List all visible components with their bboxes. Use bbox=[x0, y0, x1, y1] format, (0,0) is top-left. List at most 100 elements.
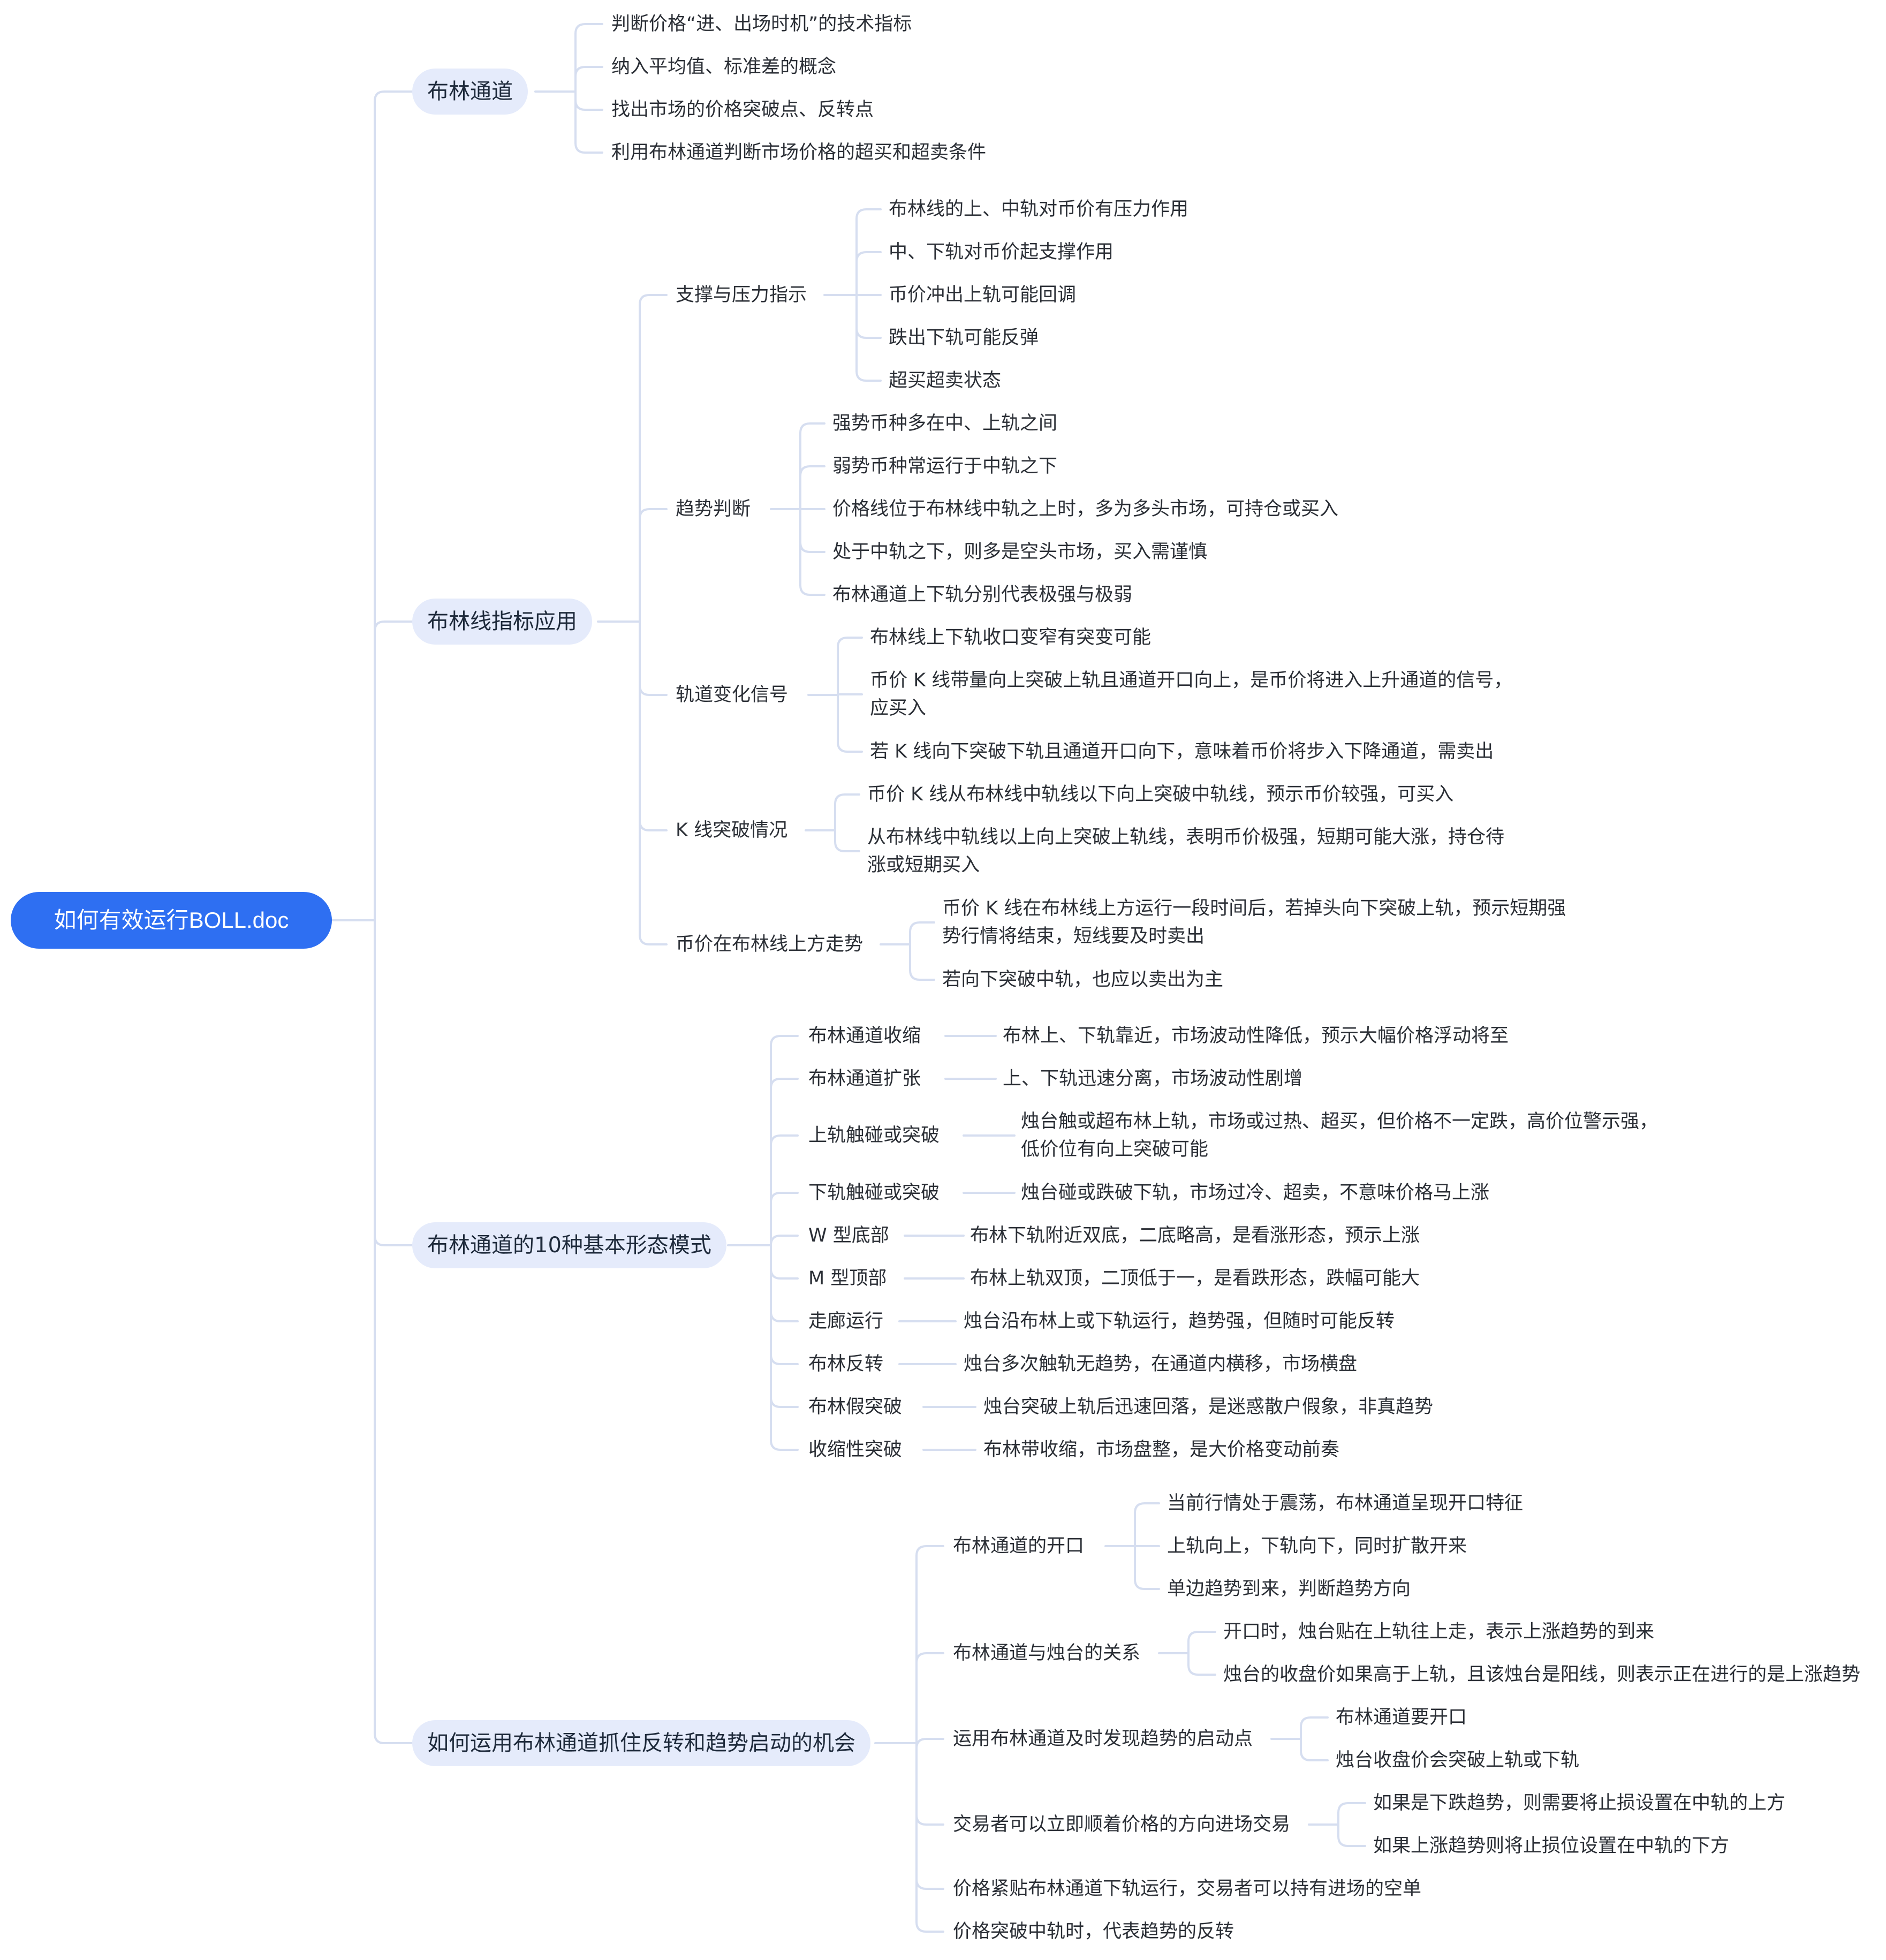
group-node[interactable]: 布林假突破 bbox=[808, 1396, 903, 1418]
connector-line bbox=[770, 1078, 799, 1089]
leaf-node[interactable]: 布林通道要开口 bbox=[1336, 1707, 1467, 1728]
leaf-node[interactable]: 烛台触或超布林上轨，市场或过热、超买，但价格不一定跌，高价位警示强， bbox=[1021, 1111, 1658, 1132]
group-node[interactable]: M 型顶部 bbox=[808, 1268, 887, 1289]
group-node[interactable]: 布林通道收缩 bbox=[808, 1025, 921, 1047]
leaf-node[interactable]: 烛台的收盘价如果高于上轨，且该烛台是阳线，则表示正在进行的是上涨趋势 bbox=[1223, 1664, 1861, 1685]
leaf-node[interactable]: 涨或短期买入 bbox=[867, 854, 980, 876]
connector-line bbox=[374, 620, 413, 632]
leaf-node[interactable]: 从布林线中轨线以上向上突破上轨线，表明币价极强，短期可能大涨，持仓待 bbox=[867, 827, 1505, 848]
group-node[interactable]: W 型底部 bbox=[808, 1225, 889, 1246]
leaf-node[interactable]: 超买超卖状态 bbox=[889, 370, 1002, 391]
leaf-node[interactable]: 当前行情处于震荡，布林通道呈现开口特征 bbox=[1167, 1493, 1524, 1514]
leaf-node[interactable]: 弱势币种常运行于中轨之下 bbox=[832, 456, 1058, 477]
connector-line bbox=[770, 1353, 799, 1365]
leaf-node[interactable]: 布林带收缩，市场盘整，是大价格变动前奏 bbox=[983, 1439, 1340, 1460]
connector-line bbox=[574, 142, 603, 154]
connector-line bbox=[574, 66, 603, 78]
group-node[interactable]: K 线突破情况 bbox=[676, 820, 788, 841]
connector-line bbox=[834, 793, 860, 805]
connector-line bbox=[799, 465, 825, 477]
leaf-node[interactable]: 布林下轨附近双底，二底略高，是看涨形态，预示上涨 bbox=[970, 1225, 1420, 1246]
connector-line bbox=[770, 1192, 799, 1204]
leaf-node[interactable]: 应买入 bbox=[870, 698, 927, 719]
group-node[interactable]: 布林通道扩张 bbox=[808, 1068, 921, 1089]
connector-line bbox=[770, 1035, 799, 1047]
leaf-node[interactable]: 强势币种多在中、上轨之间 bbox=[832, 413, 1058, 434]
leaf-node[interactable]: 若向下突破中轨，也应以卖出为主 bbox=[942, 969, 1224, 990]
leaf-node[interactable]: 布林线上下轨收口变窄有突变可能 bbox=[870, 627, 1152, 648]
connector-line bbox=[639, 294, 668, 306]
leaf-node[interactable]: 如果上涨趋势则将止损位设置在中轨的下方 bbox=[1373, 1835, 1730, 1857]
leaf-node[interactable]: 币价冲出上轨可能回调 bbox=[889, 284, 1077, 306]
leaf-node[interactable]: 币价 K 线在布林线上方运行一段时间后，若掉头向下突破上轨，预示短期强 bbox=[942, 898, 1566, 919]
leaf-node[interactable]: 势行情将结束，短线要及时卖出 bbox=[942, 926, 1205, 947]
connector-line bbox=[909, 969, 935, 981]
connector-line bbox=[855, 327, 882, 339]
connector-line bbox=[915, 1921, 944, 1933]
branch-node[interactable]: 布林通道的10种基本形态模式 bbox=[412, 1222, 726, 1268]
connector-line bbox=[770, 1235, 799, 1246]
leaf-node[interactable]: 币价 K 线从布林线中轨线以下向上突破中轨线，预示币价较强，可买入 bbox=[867, 784, 1454, 805]
connector-line bbox=[799, 541, 825, 553]
group-node[interactable]: 下轨触碰或突破 bbox=[808, 1182, 940, 1204]
leaf-node[interactable]: 烛台沿布林上或下轨运行，趋势强，但随时可能反转 bbox=[964, 1311, 1395, 1332]
branch-node[interactable]: 布林通道 bbox=[412, 69, 528, 115]
leaf-node[interactable]: 处于中轨之下，则多是空头市场，买入需谨慎 bbox=[832, 541, 1208, 563]
branch-node[interactable]: 布林线指标应用 bbox=[412, 599, 592, 645]
connector-line bbox=[799, 584, 825, 596]
leaf-node[interactable]: 纳入平均值、标准差的概念 bbox=[611, 56, 837, 78]
connector-line bbox=[837, 741, 863, 753]
group-node[interactable]: 交易者可以立即顺着价格的方向进场交易 bbox=[953, 1814, 1291, 1835]
connector-line bbox=[770, 1268, 799, 1280]
group-node[interactable]: 走廊运行 bbox=[808, 1311, 884, 1332]
connector-line bbox=[1300, 1750, 1329, 1761]
leaf-node[interactable]: 烛台突破上轨后迅速回落，是迷惑散户假象，非真趋势 bbox=[983, 1396, 1434, 1418]
root-node[interactable]: 如何有效运行BOLL.doc bbox=[11, 892, 332, 949]
leaf-node[interactable]: 找出市场的价格突破点、反转点 bbox=[611, 99, 874, 120]
group-node[interactable]: 运用布林通道及时发现趋势的启动点 bbox=[953, 1728, 1253, 1750]
leaf-node[interactable]: 单边趋势到来，判断趋势方向 bbox=[1167, 1578, 1411, 1600]
leaf-node[interactable]: 开口时，烛台贴在上轨往上走，表示上涨趋势的到来 bbox=[1223, 1621, 1655, 1643]
leaf-node[interactable]: 若 K 线向下突破下轨且通道开口向下，意味着币价将步入下降通道，需卖出 bbox=[870, 741, 1494, 762]
group-node[interactable]: 布林通道的开口 bbox=[953, 1535, 1085, 1557]
leaf-node[interactable]: 判断价格“进、出场时机”的技术指标 bbox=[611, 13, 912, 35]
leaf-node[interactable]: 布林通道上下轨分别代表极强与极弱 bbox=[832, 584, 1133, 606]
group-node[interactable]: 收缩性突破 bbox=[808, 1439, 903, 1460]
leaf-node[interactable]: 中、下轨对币价起支撑作用 bbox=[889, 241, 1114, 263]
leaf-node[interactable]: 布林上、下轨靠近，市场波动性降低，预示大幅价格浮动将至 bbox=[1003, 1025, 1509, 1047]
connector-line bbox=[1134, 1502, 1160, 1514]
group-node[interactable]: 价格突破中轨时，代表趋势的反转 bbox=[953, 1921, 1234, 1942]
connector-line bbox=[770, 1311, 799, 1322]
connector-line bbox=[915, 1652, 944, 1664]
connector-line bbox=[1187, 1664, 1216, 1676]
connector-line bbox=[1300, 1716, 1329, 1728]
leaf-node[interactable]: 布林上轨双顶，二顶低于一，是看跌形态，跌幅可能大 bbox=[970, 1268, 1420, 1289]
leaf-node[interactable]: 上轨向上，下轨向下，同时扩散开来 bbox=[1167, 1535, 1467, 1557]
leaf-node[interactable]: 价格线位于布林线中轨之上时，多为多头市场，可持仓或买入 bbox=[832, 498, 1339, 520]
connector-line bbox=[837, 637, 863, 648]
connector-line bbox=[770, 1439, 799, 1451]
group-node[interactable]: 币价在布林线上方走势 bbox=[676, 934, 864, 955]
group-node[interactable]: 价格紧贴布林通道下轨运行，交易者可以持有进场的空单 bbox=[953, 1878, 1422, 1900]
leaf-node[interactable]: 币价 K 线带量向上突破上轨且通道开口向上，是币价将进入上升通道的信号， bbox=[870, 670, 1513, 691]
connector-line bbox=[855, 251, 882, 263]
group-node[interactable]: 轨道变化信号 bbox=[676, 684, 789, 706]
leaf-node[interactable]: 低价位有向上突破可能 bbox=[1021, 1139, 1209, 1160]
group-node[interactable]: 布林反转 bbox=[808, 1353, 884, 1375]
connector-line bbox=[915, 1878, 944, 1890]
leaf-node[interactable]: 布林线的上、中轨对币价有压力作用 bbox=[889, 199, 1189, 220]
leaf-node[interactable]: 跌出下轨可能反弹 bbox=[889, 327, 1039, 349]
group-node[interactable]: 上轨触碰或突破 bbox=[808, 1125, 940, 1146]
leaf-node[interactable]: 烛台多次触轨无趋势，在通道内横移，市场横盘 bbox=[964, 1353, 1358, 1375]
leaf-node[interactable]: 如果是下跌趋势，则需要将止损设置在中轨的上方 bbox=[1373, 1792, 1786, 1814]
leaf-node[interactable]: 烛台收盘价会突破上轨或下轨 bbox=[1336, 1750, 1580, 1771]
group-node[interactable]: 趋势判断 bbox=[676, 498, 751, 520]
group-node[interactable]: 支撑与压力指示 bbox=[676, 284, 807, 306]
branch-node[interactable]: 如何运用布林通道抓住反转和趋势启动的机会 bbox=[412, 1720, 870, 1766]
leaf-node[interactable]: 利用布林通道判断市场价格的超买和超卖条件 bbox=[611, 142, 987, 163]
leaf-node[interactable]: 烛台碰或跌破下轨，市场过冷、超卖，不意味价格马上涨 bbox=[1021, 1182, 1490, 1204]
leaf-node[interactable]: 上、下轨迅速分离，市场波动性剧增 bbox=[1003, 1068, 1303, 1089]
group-node[interactable]: 布林通道与烛台的关系 bbox=[953, 1643, 1141, 1664]
